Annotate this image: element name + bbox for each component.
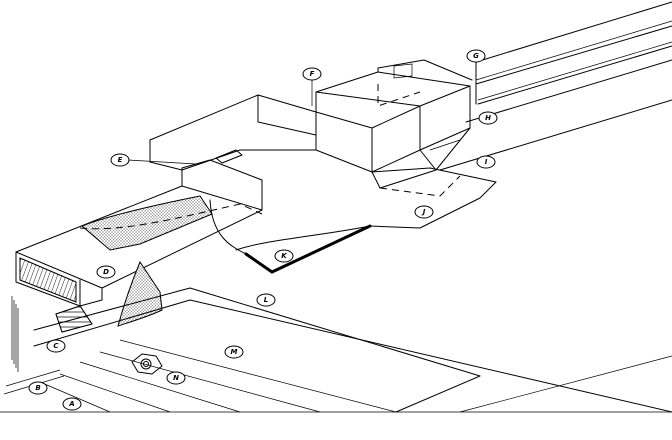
svg-text:G: G	[473, 52, 479, 60]
callout-l: L	[256, 293, 276, 307]
callout-j: J	[414, 205, 434, 219]
callout-a: A	[62, 397, 82, 411]
svg-text:I: I	[485, 158, 488, 166]
svg-text:L: L	[264, 296, 268, 304]
svg-text:N: N	[173, 374, 179, 382]
leader-lines	[127, 80, 313, 165]
callout-n: N	[166, 371, 186, 385]
callout-g: G	[466, 49, 486, 63]
front-block	[15, 159, 263, 327]
svg-text:F: F	[310, 70, 315, 78]
hex-nut-fastener	[131, 353, 163, 375]
callout-d: D	[96, 265, 116, 279]
callout-e: E	[110, 153, 130, 167]
callout-m: M	[224, 345, 244, 359]
callout-bubbles: A B C D E F G H	[28, 49, 498, 411]
callout-b: B	[28, 381, 48, 395]
svg-text:B: B	[35, 384, 40, 392]
callout-f: F	[302, 67, 322, 81]
callout-h: H	[478, 111, 498, 125]
svg-text:M: M	[231, 348, 238, 356]
parapet-frame	[149, 94, 317, 164]
callout-i: I	[476, 155, 496, 169]
svg-text:D: D	[103, 268, 109, 276]
callout-c: C	[46, 339, 66, 353]
svg-text:K: K	[281, 252, 287, 260]
top-rails	[429, 1, 672, 171]
svg-text:J: J	[421, 208, 426, 216]
svg-text:H: H	[485, 114, 491, 122]
svg-text:E: E	[118, 156, 123, 164]
deck-slats	[0, 287, 672, 413]
callout-k: K	[274, 249, 294, 263]
middle-block	[315, 59, 473, 189]
svg-text:A: A	[68, 400, 74, 408]
svg-text:C: C	[53, 342, 59, 350]
